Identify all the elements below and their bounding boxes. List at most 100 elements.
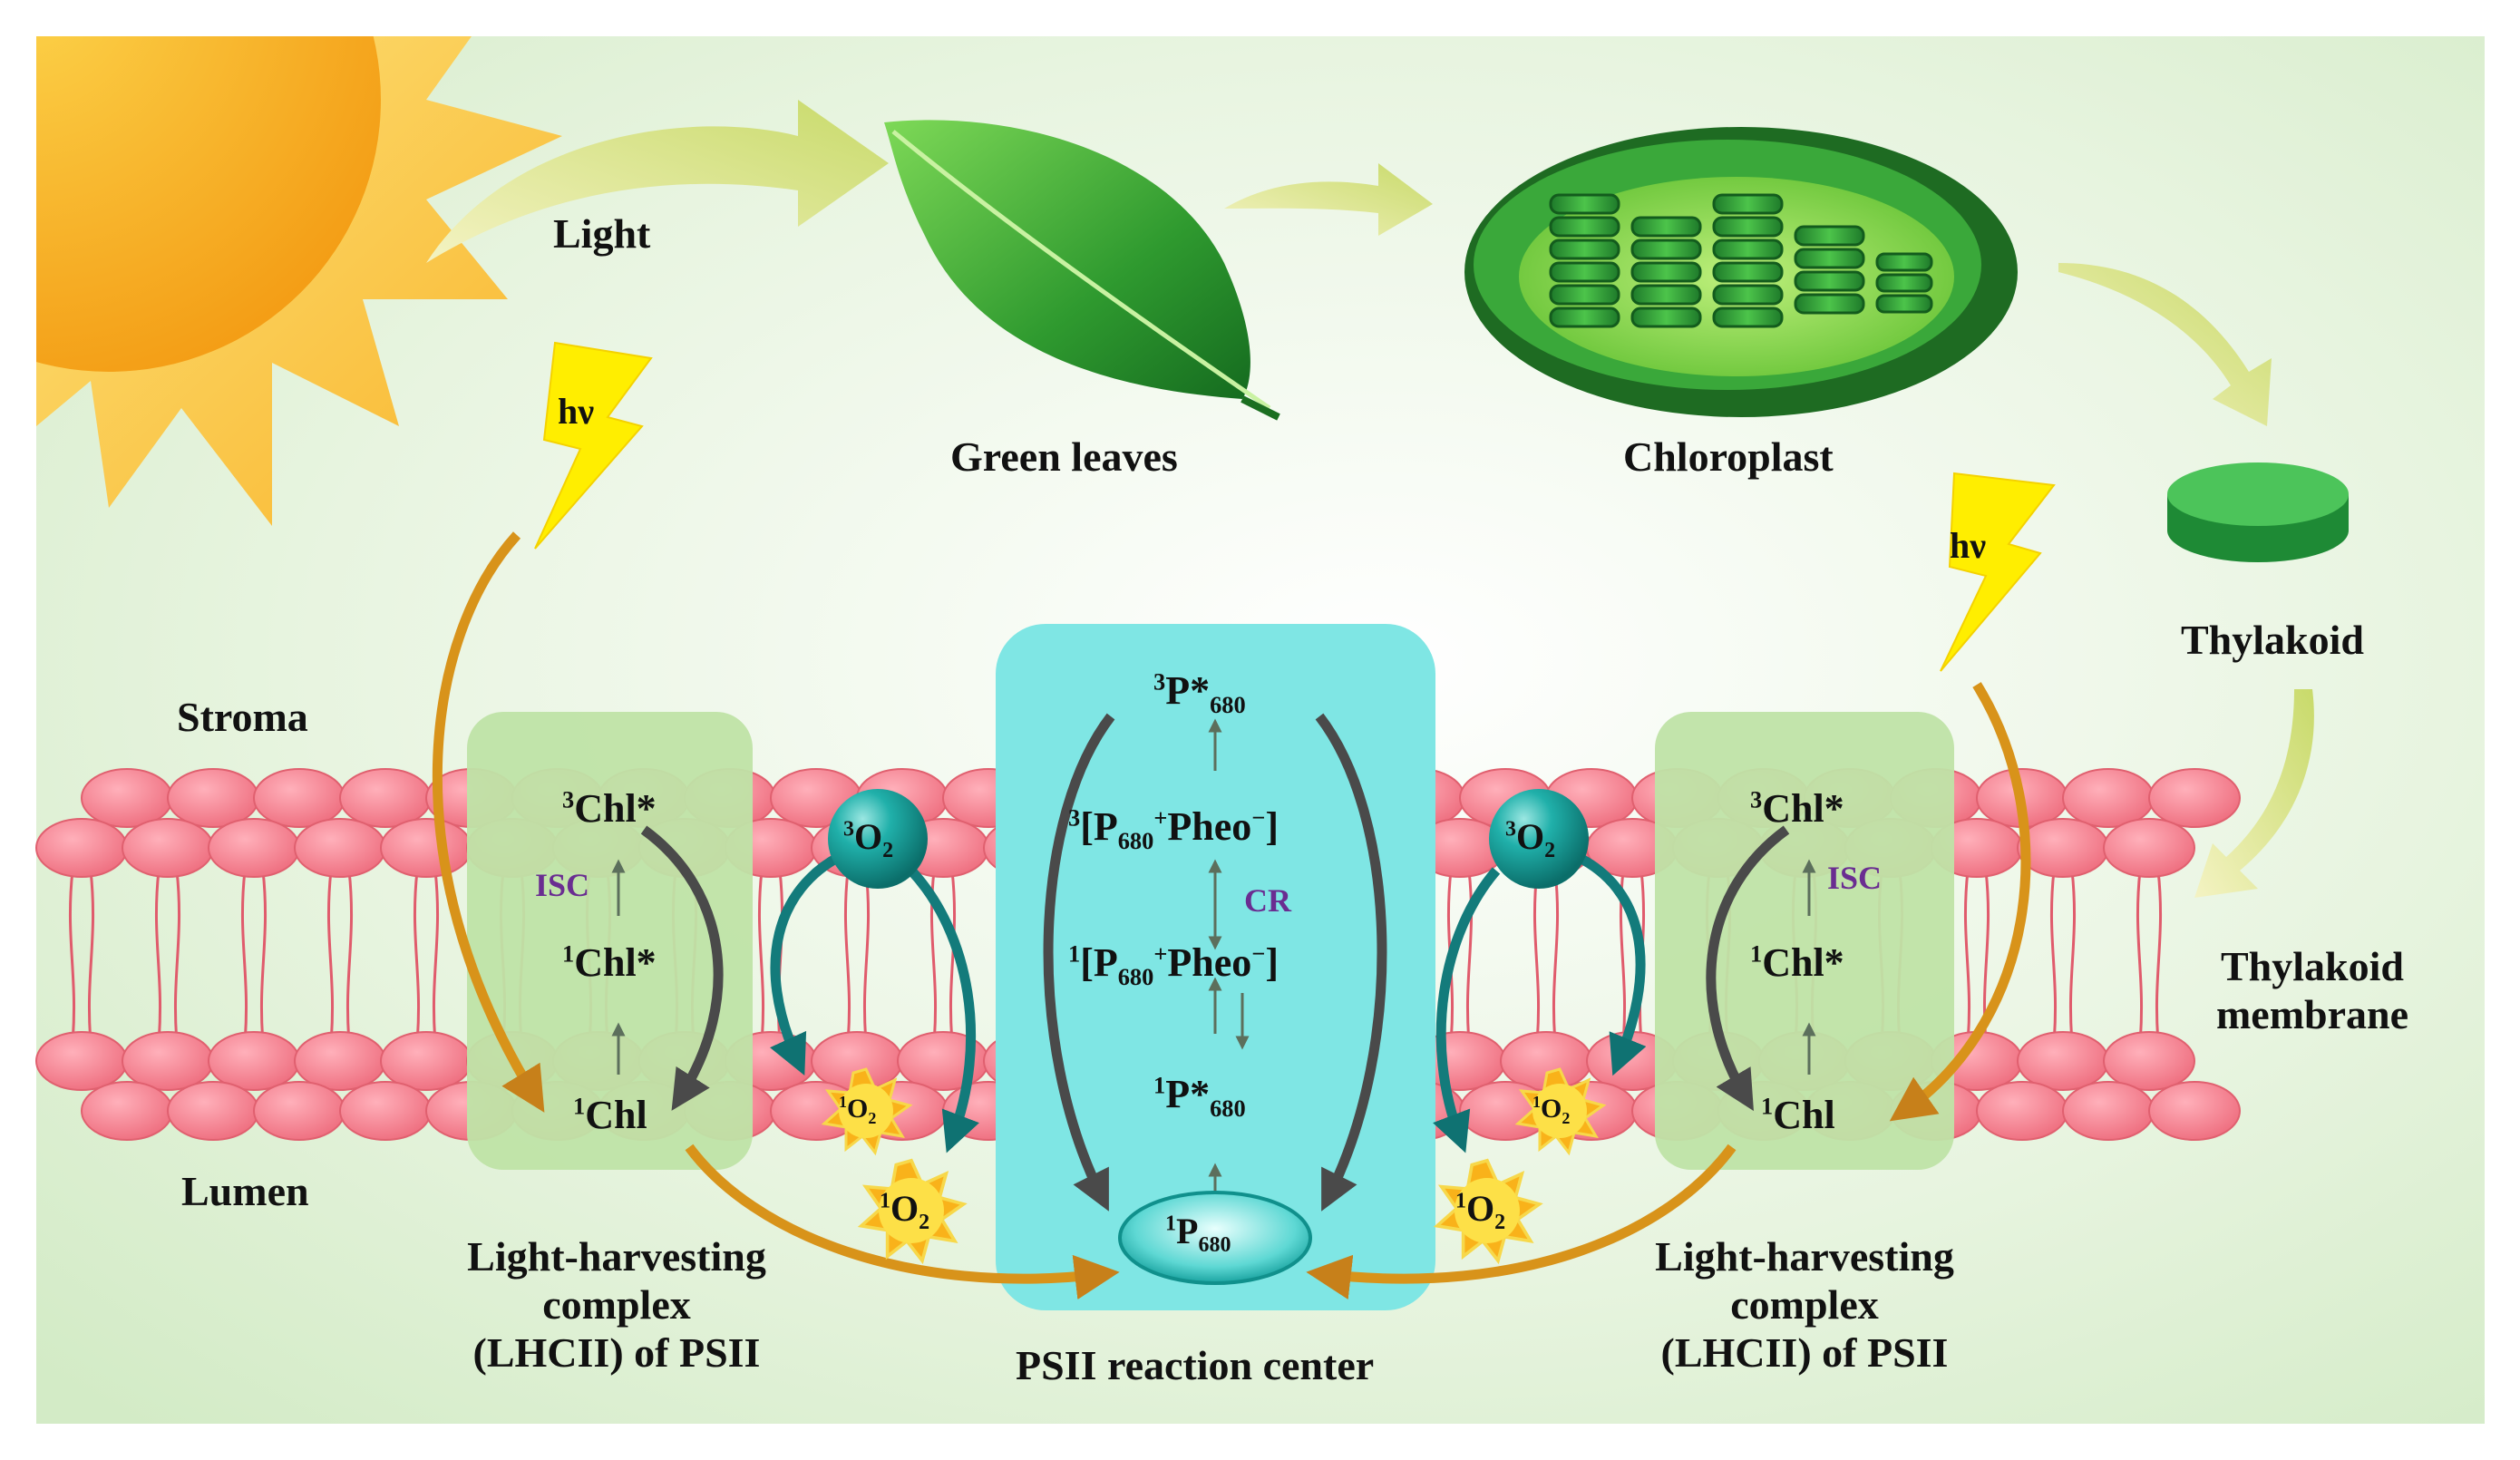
sub: 2 — [882, 839, 894, 862]
sup: 1 — [562, 939, 575, 968]
lhcii-right-line-2: complex — [1730, 1280, 1879, 1328]
rc-cr-label: CR — [1244, 882, 1291, 919]
green-leaves-label: Green leaves — [950, 433, 1178, 480]
chloroplast-label: Chloroplast — [1623, 433, 1834, 480]
text: P* — [1165, 1072, 1211, 1116]
triplet-o2-left — [828, 789, 928, 889]
sup: 1 — [1165, 1212, 1176, 1236]
sun-icon — [0, 0, 816, 635]
sup: 1 — [839, 1093, 847, 1111]
thylakoid-membrane-line-1: Thylakoid — [2221, 943, 2404, 989]
lipid-head — [2062, 1081, 2155, 1141]
sub: 2 — [1494, 1211, 1506, 1234]
leaf-icon — [884, 120, 1280, 421]
p680-ellipse — [1118, 1191, 1312, 1285]
teal-arrows — [770, 852, 1647, 1153]
lipid-tail — [2049, 870, 2077, 1044]
text: P* — [1165, 668, 1211, 713]
rc-triplet-p680-star: 3P*680 — [1153, 668, 1246, 716]
sup: 3 — [562, 785, 575, 813]
thylakoid-membrane-label: Thylakoid membrane — [2185, 943, 2439, 1039]
lipid-head — [122, 1031, 214, 1091]
sup: 3 — [843, 817, 854, 842]
text: Chl* — [1762, 786, 1844, 831]
sup: 1 — [1455, 1189, 1466, 1213]
rc-ground-p680: 1P680 — [1165, 1211, 1231, 1257]
right-triplet-chl-star: 3Chl* — [1750, 786, 1844, 831]
lipid-head — [35, 1031, 128, 1091]
text: O — [847, 1094, 869, 1124]
text: Chl* — [574, 940, 657, 985]
lumen-label: Lumen — [181, 1168, 309, 1214]
light-arrow — [426, 100, 889, 263]
lipid-head — [294, 818, 386, 878]
left-isc-label: ISC — [535, 867, 590, 903]
chloroplast-icon — [1464, 127, 2018, 417]
sup: 1 — [1532, 1093, 1541, 1111]
chloroplast-to-thylakoid-arrow — [2058, 263, 2272, 426]
gold-arrows — [432, 531, 2031, 1300]
lightning-right-icon — [1940, 472, 2056, 672]
sup: + — [1153, 803, 1168, 832]
lhcii-left-caption: Light-harvesting complex (LHCII) of PSII — [426, 1233, 807, 1377]
lipid-head — [122, 818, 214, 878]
thylakoid-disc-icon — [2167, 462, 2349, 562]
text: O — [854, 816, 883, 857]
sup: 1 — [573, 1092, 586, 1120]
lipid-head — [1976, 1081, 2068, 1141]
text: Chl* — [1762, 940, 1844, 985]
lipid-head — [81, 1081, 173, 1141]
lightning-left-icon — [534, 341, 653, 550]
lipid-head — [208, 1031, 300, 1091]
lipid-tail — [413, 870, 440, 1044]
lhcii-right-line-1: Light-harvesting — [1655, 1233, 1954, 1280]
sup: 3 — [1750, 785, 1763, 813]
rc-singlet-radical-pair: 1[P680+Pheo−] — [1068, 939, 1279, 990]
lipid-tail — [1532, 870, 1560, 1044]
lipid-head — [2148, 768, 2241, 828]
lipid-head — [35, 818, 128, 878]
lipid-head — [167, 768, 259, 828]
lipid-head — [380, 818, 472, 878]
sub: 2 — [919, 1211, 930, 1234]
text: Pheo — [1167, 804, 1252, 849]
lhcii-left-line-3: (LHCII) of PSII — [472, 1329, 761, 1376]
sup: + — [1153, 939, 1168, 968]
lipid-head — [2103, 818, 2195, 878]
left-triplet-o2-label: 3O2 — [843, 816, 893, 862]
sub: 2 — [868, 1109, 877, 1127]
lipid-head — [2103, 1031, 2195, 1091]
lhcii-right-line-3: (LHCII) of PSII — [1660, 1329, 1949, 1376]
light-label: Light — [553, 210, 651, 257]
thylakoid-membrane-line-2: membrane — [2215, 990, 2409, 1037]
rc-triplet-radical-pair: 3[P680+Pheo−] — [1068, 803, 1279, 854]
sup: − — [1251, 939, 1266, 968]
rc-singlet-p680-star: 1P*680 — [1153, 1072, 1246, 1120]
lipid-tail — [68, 870, 95, 1044]
singlet-o2-label-4: 1O2 — [1455, 1189, 1505, 1234]
lhcii-left-line-1: Light-harvesting — [467, 1233, 766, 1280]
lipid-tail — [2136, 870, 2163, 1044]
lipid-head — [2017, 818, 2109, 878]
lipid-head — [294, 1031, 386, 1091]
sup: 1 — [1761, 1092, 1774, 1120]
lipid-head — [2148, 1081, 2241, 1141]
lhcii-right-caption: Light-harvesting complex (LHCII) of PSII — [1614, 1233, 1995, 1377]
left-singlet-chl-star: 1Chl* — [562, 940, 657, 985]
hv-left-label: hν — [558, 391, 595, 432]
stroma-label: Stroma — [177, 694, 308, 740]
singlet-o2-label-2: 1O2 — [880, 1189, 929, 1234]
sub: 680 — [1210, 690, 1246, 718]
lhcii-internal-arrows — [611, 859, 1816, 1075]
triplet-o2-right — [1489, 789, 1589, 889]
lipid-tail — [843, 870, 871, 1044]
left-triplet-chl-star: 3Chl* — [562, 787, 657, 829]
text: Pheo — [1167, 940, 1252, 985]
sup: 1 — [880, 1189, 890, 1213]
sup: 3 — [1153, 667, 1166, 696]
lipid-tail — [154, 870, 181, 1044]
hv-right-label: hν — [1950, 525, 1987, 566]
right-isc-label: ISC — [1827, 860, 1883, 896]
